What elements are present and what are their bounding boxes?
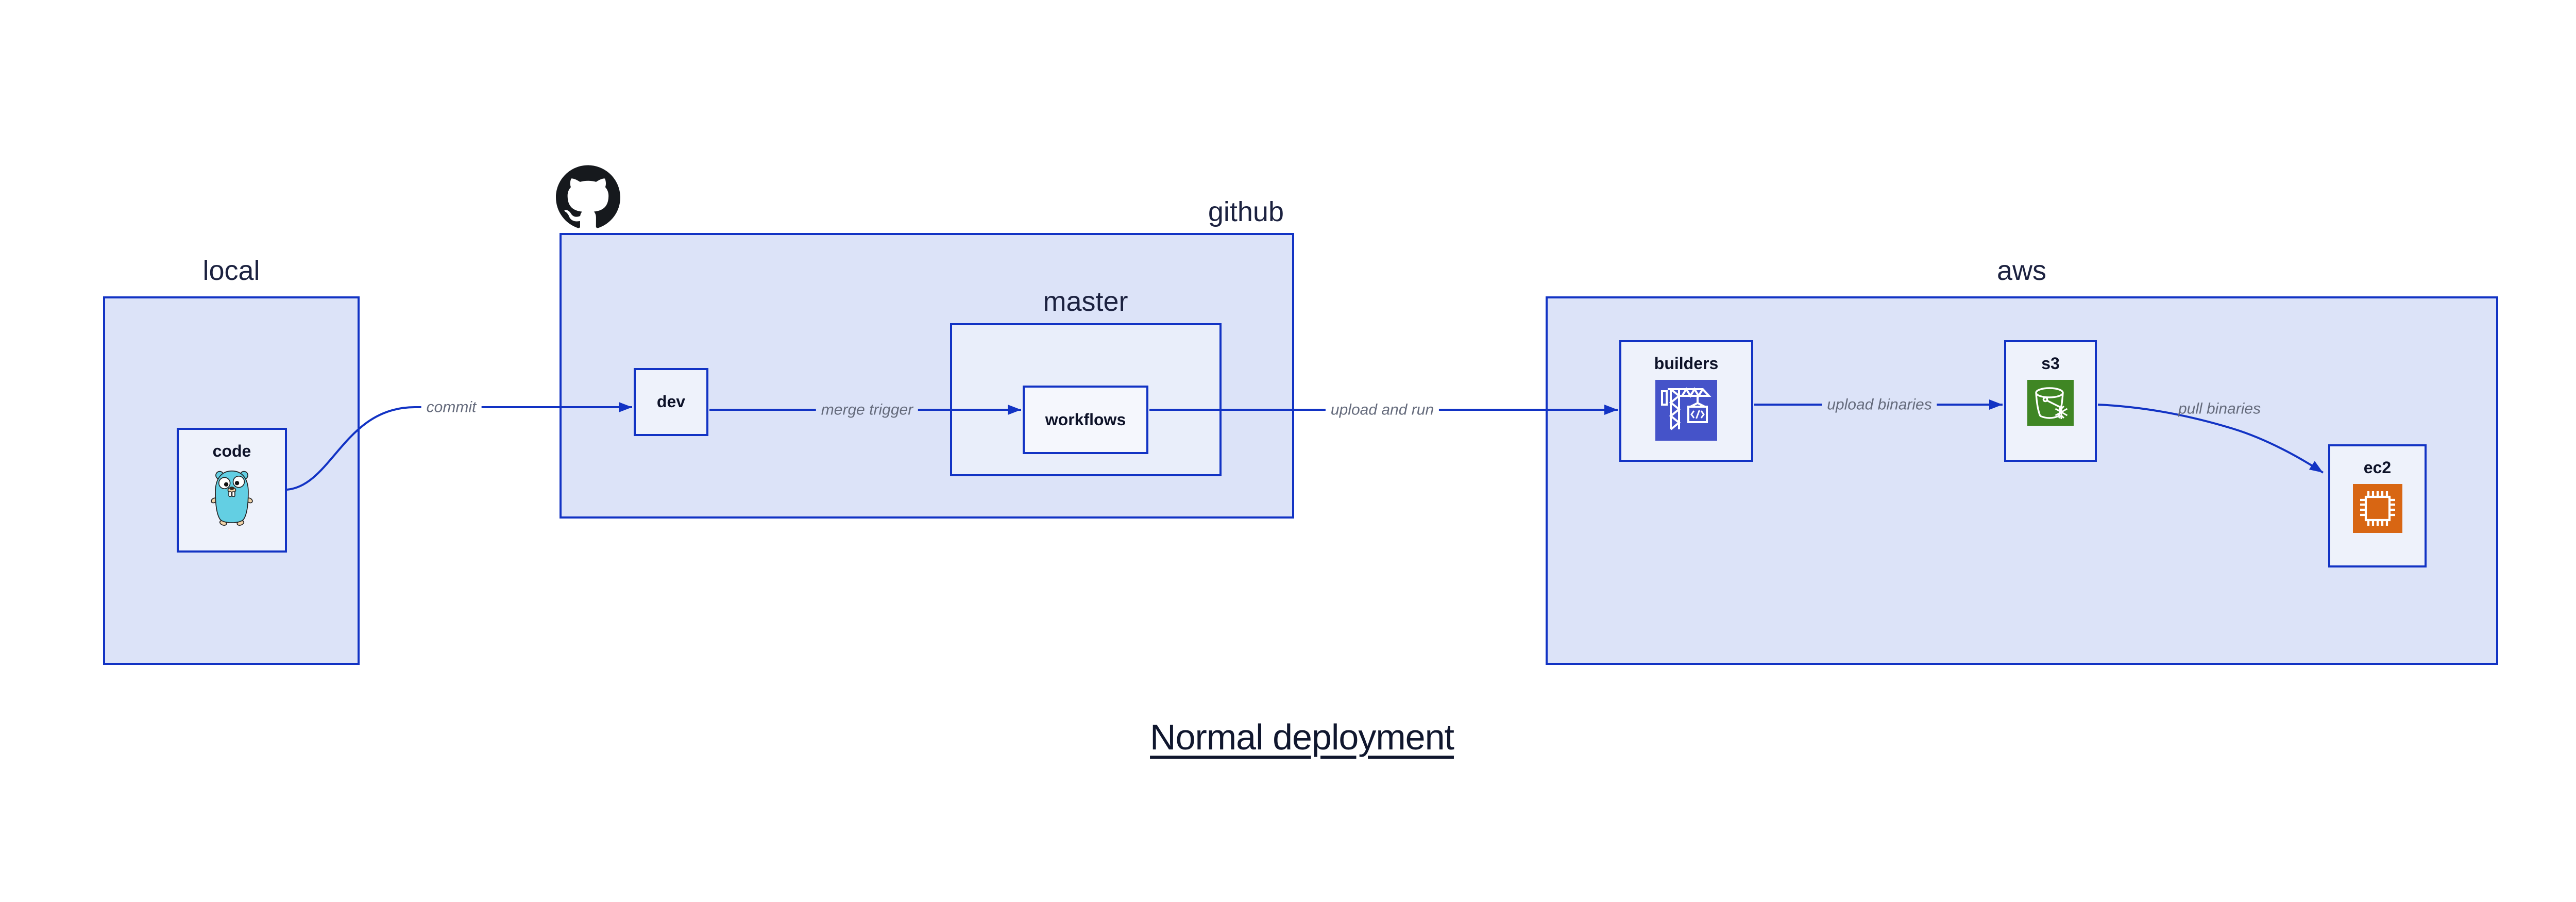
page-title: Normal deployment: [1150, 717, 1454, 757]
s3-glacier-bucket-icon: [2027, 380, 2074, 426]
ec2-chip-icon: [2352, 484, 2402, 533]
node-label-s3: s3: [2041, 354, 2060, 373]
edge-label-pull-binaries: pull binaries: [2178, 400, 2261, 417]
node-label-dev: dev: [656, 392, 686, 411]
group-label-master: master: [1043, 286, 1128, 317]
node-label-workflows: workflows: [1045, 410, 1126, 429]
node-label-builders: builders: [1654, 354, 1719, 373]
node-label-code: code: [212, 442, 251, 460]
group-label-github: github: [1208, 196, 1284, 227]
github-octocat-icon: [556, 165, 620, 228]
node-workflows: workflows: [1023, 386, 1148, 454]
node-dev: dev: [634, 368, 708, 436]
edge-label-merge-trigger: merge trigger: [816, 400, 919, 420]
node-builders: builders: [1619, 340, 1753, 462]
node-ec2: ec2: [2328, 444, 2427, 567]
group-label-local: local: [202, 255, 260, 286]
edge-pull-binaries: [2097, 404, 2324, 474]
node-s3: s3: [2004, 340, 2097, 462]
codebuild-crane-icon: [1655, 380, 1717, 441]
node-code: code: [177, 428, 287, 553]
edge-label-upload-binaries: upload binaries: [1822, 395, 1937, 414]
edge-commit: [286, 402, 632, 491]
edge-label-commit: commit: [421, 397, 482, 417]
group-label-aws: aws: [1996, 255, 2047, 286]
edge-label-upload-and-run: upload and run: [1325, 400, 1439, 420]
node-label-ec2: ec2: [2363, 458, 2392, 477]
go-gopher-icon: [211, 471, 253, 526]
